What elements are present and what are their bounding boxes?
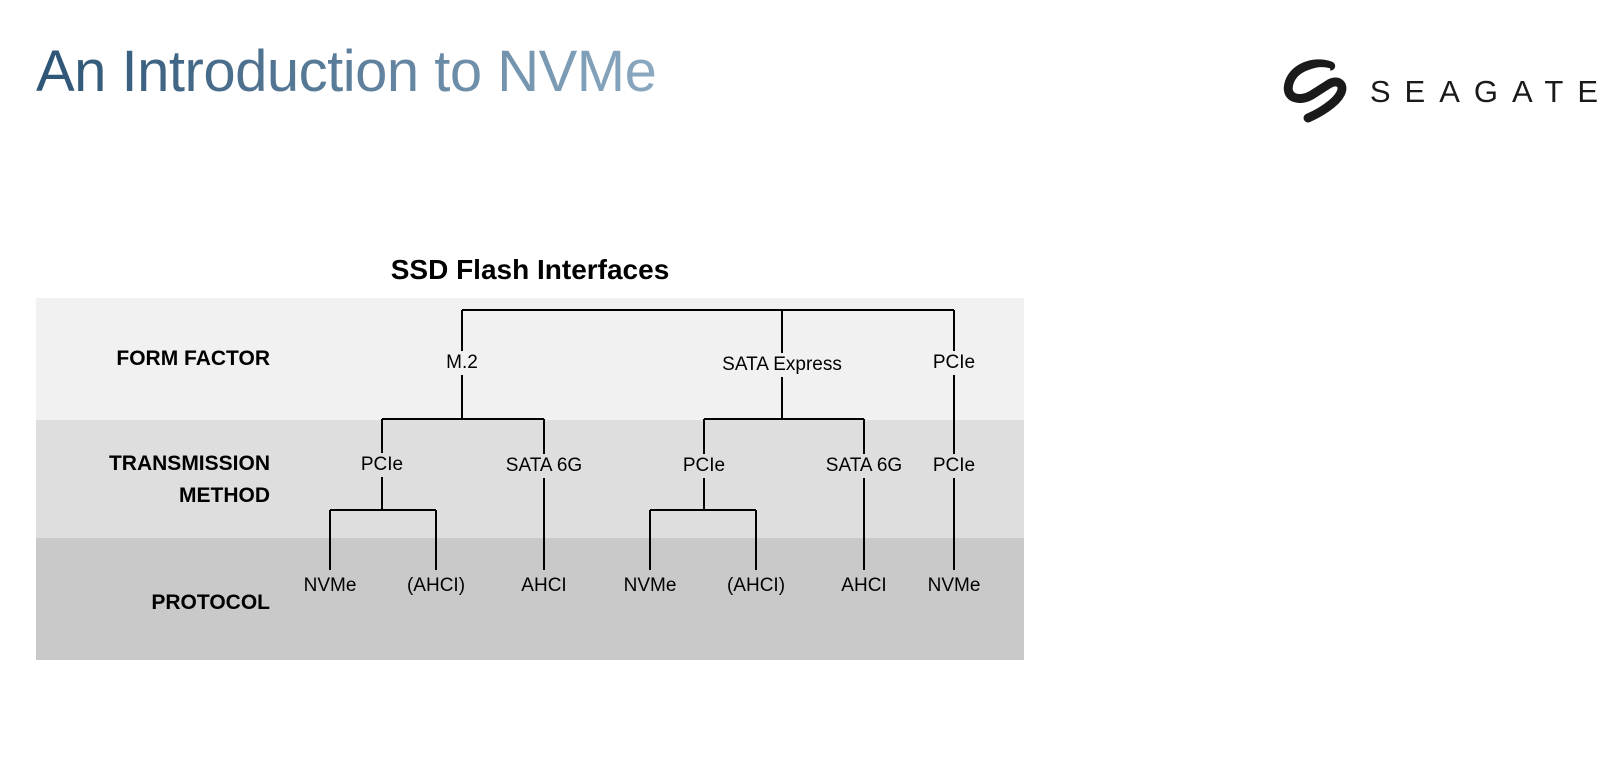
node-transmission-pcie: PCIe (679, 454, 729, 478)
node-form-factor-m2: M.2 (443, 351, 481, 375)
row-label-form-factor: FORM FACTOR (116, 347, 270, 370)
protocol-band (36, 538, 1024, 660)
node-form-factor-pcie: PCIe (929, 351, 979, 375)
logo-wordmark: SEAGATE (1369, 74, 1612, 109)
node-transmission-sata-6g: SATA 6G (502, 454, 586, 478)
row-label-protocol: PROTOCOL (151, 591, 270, 614)
seagate-logo: SEAGATE (1282, 48, 1612, 136)
row-label-transmission: TRANSMISSION METHOD (108, 452, 270, 507)
node-transmission-sata-6g: SATA 6G (822, 454, 906, 478)
node-protocol-ahci: AHCI (518, 574, 570, 598)
transmission-band (36, 420, 1024, 538)
node-protocol-ahci-optional: (AHCI) (403, 574, 469, 598)
tree-connectors (329, 309, 955, 570)
node-protocol-ahci: AHCI (838, 574, 890, 598)
node-protocol-nvme: NVMe (300, 574, 360, 598)
node-form-factor-sata-express: SATA Express (719, 353, 845, 377)
diagram-title: SSD Flash Interfaces (390, 254, 670, 285)
node-protocol-nvme: NVMe (924, 574, 984, 598)
node-transmission-pcie: PCIe (929, 454, 979, 478)
form-factor-band (36, 298, 1024, 420)
seagate-swirl-icon (1283, 59, 1347, 123)
node-transmission-pcie: PCIe (357, 453, 407, 477)
interface-diagram: FORM FACTOR TRANSMISSION METHOD PROTOCOL… (36, 298, 1024, 660)
node-protocol-ahci-optional: (AHCI) (723, 574, 789, 598)
node-protocol-nvme: NVMe (620, 574, 680, 598)
page-title: An Introduction to NVMe (36, 39, 657, 104)
